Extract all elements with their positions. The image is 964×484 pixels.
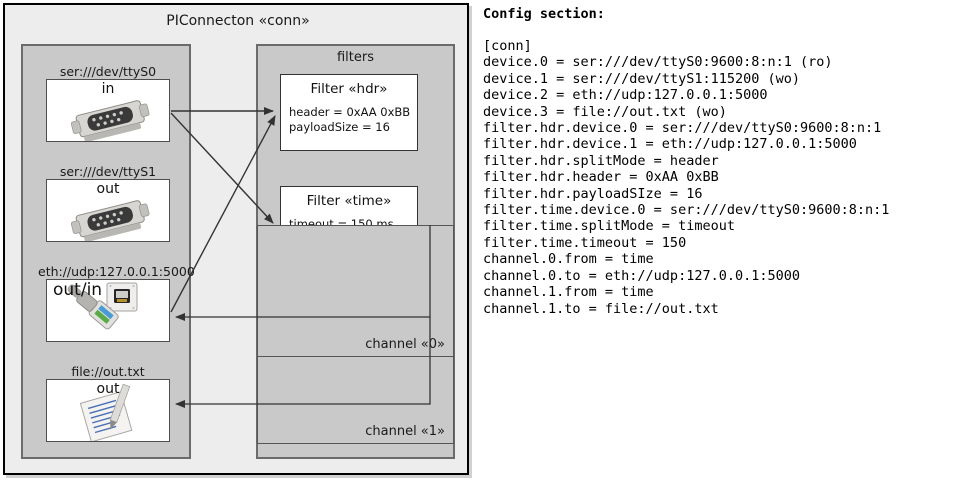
device-serial0-box[interactable]: in bbox=[46, 79, 170, 142]
filter-hdr-box[interactable]: Filter «hdr» header = 0xAA 0xBB payloadS… bbox=[280, 74, 418, 151]
device-serial0-label: ser:///dev/ttyS0 bbox=[59, 64, 157, 79]
device-ethernet-label: eth://udp:127.0.0.1:5000 bbox=[38, 264, 195, 279]
filters-panel: filters Filter «hdr» header = 0xAA 0xBB … bbox=[256, 44, 455, 459]
filter-hdr-props: header = 0xAA 0xBB payloadSize = 16 bbox=[289, 105, 417, 135]
channel-1-label: channel «1» bbox=[365, 424, 445, 439]
device-serial1-label: ser:///dev/ttyS1 bbox=[59, 164, 157, 179]
filter-hdr-prop-payloadsize: payloadSize = 16 bbox=[289, 120, 390, 134]
serial-port-icon bbox=[70, 200, 150, 241]
filter-hdr-prop-header: header = 0xAA 0xBB bbox=[289, 105, 411, 119]
diagram-title: PIConnecton «conn» bbox=[166, 13, 310, 29]
devices-panel: ser:///dev/ttyS0 in bbox=[21, 44, 195, 459]
device-file-box[interactable]: out bbox=[46, 379, 170, 442]
channel-0-label: channel «0» bbox=[365, 337, 445, 352]
filter-hdr-title: Filter «hdr» bbox=[310, 81, 388, 97]
device-file-label: file://out.txt bbox=[71, 364, 145, 379]
device-file[interactable]: file://out.txt out bbox=[46, 364, 170, 442]
config-heading: Config section: bbox=[483, 6, 605, 22]
serial-port-icon bbox=[70, 100, 150, 141]
device-file-io: out bbox=[96, 381, 120, 397]
device-serial1-io: out bbox=[96, 181, 120, 197]
device-ethernet-io: out/in bbox=[53, 280, 103, 300]
device-serial0-io: in bbox=[101, 81, 115, 97]
device-serial1-box[interactable]: out bbox=[46, 179, 170, 242]
device-ethernet[interactable]: eth://udp:127.0.0.1:5000 out/in bbox=[38, 264, 195, 342]
channel-0-box[interactable]: channel «0» bbox=[257, 225, 454, 357]
device-ethernet-box[interactable]: out/in bbox=[46, 279, 170, 342]
config-text: [conn] device.0 = ser:///dev/ttyS0:9600:… bbox=[483, 38, 890, 317]
config-section: Config section: [conn] device.0 = ser://… bbox=[483, 0, 964, 484]
channel-1-box[interactable]: channel «1» bbox=[257, 356, 454, 444]
filters-panel-title: filters bbox=[336, 50, 374, 65]
filter-time-title: Filter «time» bbox=[306, 193, 392, 209]
device-serial0[interactable]: ser:///dev/ttyS0 in bbox=[46, 64, 170, 142]
device-serial1[interactable]: ser:///dev/ttyS1 out bbox=[46, 164, 170, 242]
text-file-icon bbox=[79, 383, 133, 441]
piconnector-diagram: PIConnecton «conn» ser:///dev/ttyS0 in bbox=[3, 3, 469, 475]
ethernet-plug-icon bbox=[67, 282, 138, 330]
